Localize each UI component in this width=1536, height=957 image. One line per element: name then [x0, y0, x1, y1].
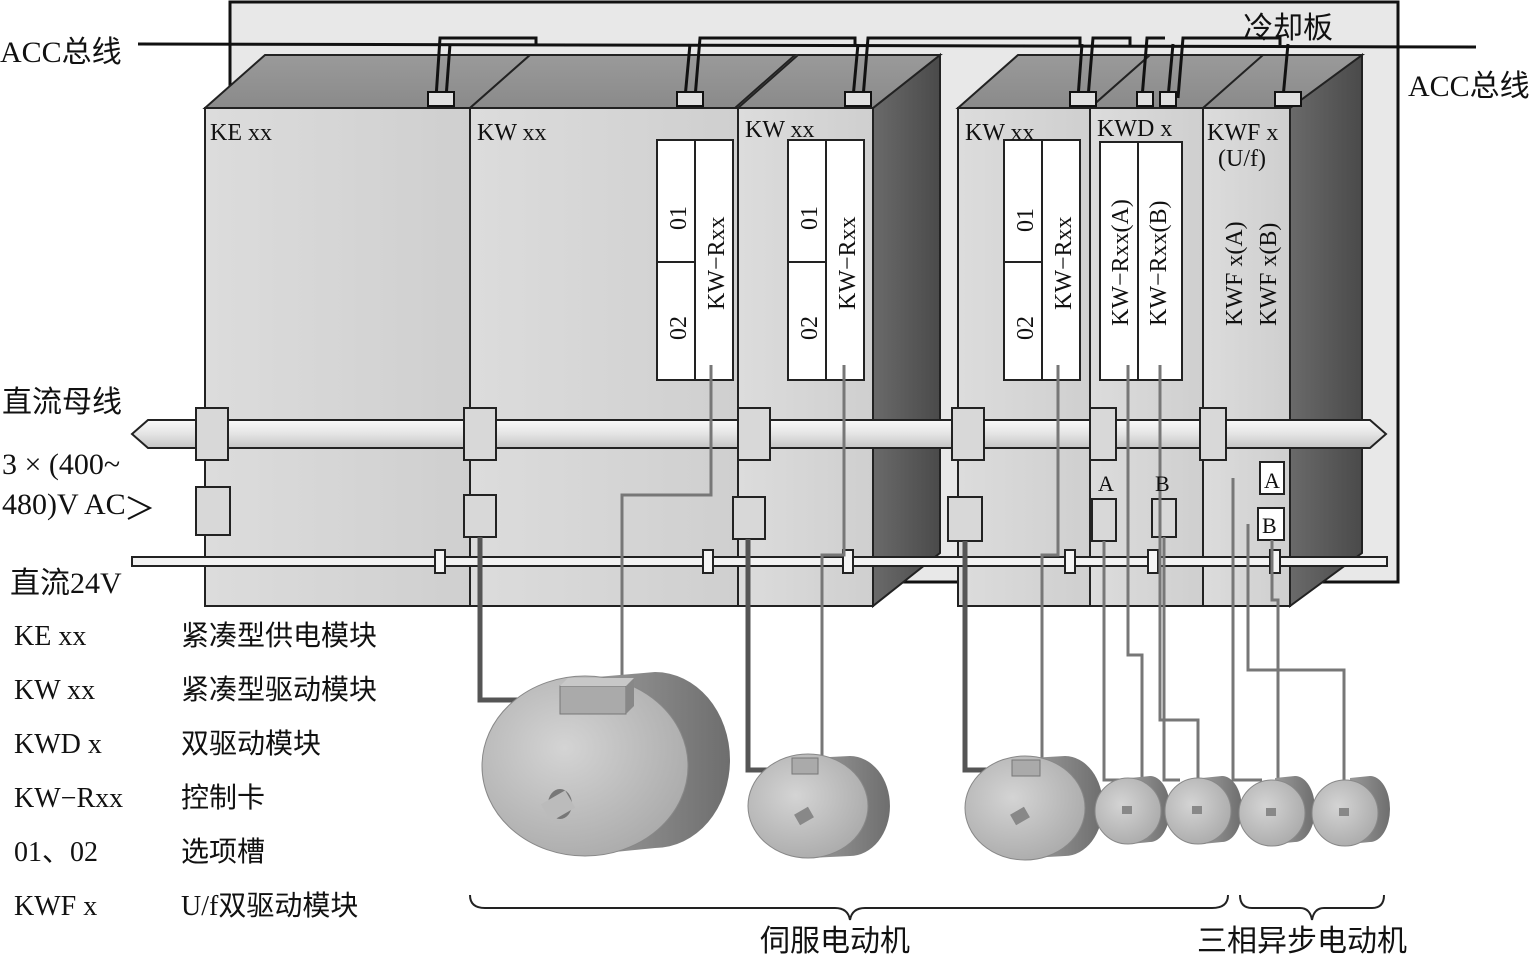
acc-bus-left-label: ACC总线 [0, 36, 122, 69]
servo-motor-small-2 [1164, 776, 1242, 845]
servo-motor-small-1 [1094, 776, 1170, 845]
motor-shaft [540, 790, 576, 822]
kwf-port-b-label: B [1262, 513, 1277, 538]
kw2-slot-01: 01 [797, 206, 823, 230]
card-labels: 01 02 KW−Rxx 01 02 KW−Rxx 01 02 KW−Rxx K… [666, 199, 1282, 340]
legend-desc: 控制卡 [181, 783, 266, 814]
dc24v-connectors [434, 549, 1281, 574]
kw1-slot-02: 02 [666, 316, 692, 340]
kwd-port-a-label: A [1098, 471, 1114, 496]
ac-input-arrow [127, 496, 153, 520]
kw2-card-name: KW−Rxx [835, 216, 861, 310]
ac-input-label-1: 3 × (400~ [2, 448, 120, 481]
legend-desc: 选项槽 [181, 837, 266, 868]
dc24v-label: 直流24V [10, 567, 122, 600]
legend-desc: 紧凑型供电模块 [181, 621, 378, 652]
legend-desc: 双驱动模块 [181, 729, 322, 760]
legend-desc: 紧凑型驱动模块 [181, 675, 378, 706]
legend-code: KWF x [14, 891, 98, 922]
control-cards [656, 139, 1183, 381]
acc-bus-loops [434, 36, 1290, 99]
module-ke-label: KE xx [210, 120, 272, 146]
kw2-slot-02: 02 [797, 316, 823, 340]
servo-motors-label: 伺服电动机 [760, 925, 910, 957]
dc24v-rail [131, 556, 1388, 567]
legend-code: 01、02 [14, 837, 99, 868]
legend-code: KW−Rxx [14, 783, 124, 814]
async-motors-label: 三相异步电动机 [1197, 925, 1407, 957]
kwf-card-a: KWF x(A) [1222, 221, 1248, 326]
acc-bus-right-label: ACC总线 [1408, 70, 1530, 103]
kw3-card-name: KW−Rxx [1051, 216, 1077, 310]
module-kw-2-label: KW xx [745, 117, 815, 143]
module-kwf-label: KWF x [1207, 120, 1278, 146]
async-motors-brace [1239, 894, 1385, 921]
acc-bus-line [137, 42, 1477, 49]
dc-bus-connectors [195, 407, 1227, 461]
kwf-port-a-label: A [1264, 468, 1280, 493]
servo-motor-medium-2 [964, 755, 1103, 861]
cooling-plate-label: 冷却板 [1243, 12, 1333, 45]
kw1-slot-01: 01 [666, 206, 692, 230]
module-kw-1-label: KW xx [477, 120, 547, 146]
module-kwf-sublabel: (U/f) [1218, 146, 1266, 172]
kw3-slot-02: 02 [1013, 316, 1039, 340]
module-ke [202, 54, 533, 607]
servo-motors-brace [469, 894, 1229, 921]
kw1-card-name: KW−Rxx [704, 216, 730, 310]
acc-bus-connectors [427, 91, 1302, 107]
kwf-port-boxes [1257, 461, 1285, 541]
legend-code: KWD x [14, 729, 102, 760]
kwf-card-b: KWF x(B) [1256, 223, 1282, 326]
async-motor-1 [1238, 776, 1315, 847]
module-kwd-label: KWD x [1097, 116, 1172, 142]
servo-motor-large [481, 672, 730, 857]
kwd-card-b: KW−Rxx(B) [1146, 200, 1172, 326]
dc-bus-label: 直流母线 [2, 386, 122, 419]
legend-desc: U/f双驱动模块 [181, 891, 359, 922]
async-motor-2 [1311, 776, 1390, 847]
module-kw-3-label: KW xx [965, 120, 1035, 146]
kwd-card-a: KW−Rxx(A) [1108, 199, 1134, 326]
legend-code: KW xx [14, 675, 96, 706]
kw3-slot-01: 01 [1013, 208, 1039, 232]
kwd-port-b-label: B [1155, 471, 1170, 496]
servo-motor-medium-1 [747, 753, 890, 859]
ac-input-label-2: 480)V AC [2, 488, 126, 521]
legend-code: KE xx [14, 621, 87, 652]
